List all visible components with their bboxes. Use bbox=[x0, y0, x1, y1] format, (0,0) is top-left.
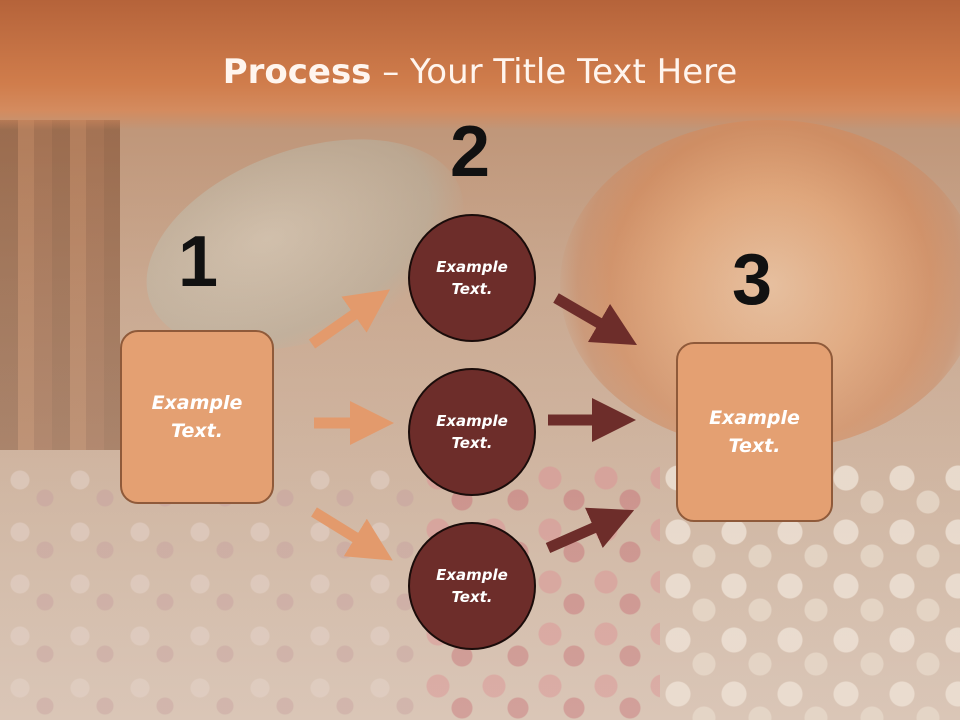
circle-bottom-line2: Text. bbox=[451, 588, 493, 606]
step-number-1: 1 bbox=[178, 222, 219, 302]
title-strong: Process bbox=[222, 52, 372, 92]
arrow-out-top bbox=[553, 293, 638, 346]
arrow-out-bottom bbox=[545, 507, 635, 554]
right-box-line1: Example bbox=[709, 406, 800, 429]
step-number-2: 2 bbox=[450, 112, 491, 192]
circle-bottom-line1: Example bbox=[436, 565, 508, 584]
title-rest: – Your Title Text Here bbox=[371, 52, 738, 92]
circle-top: Example Text. bbox=[408, 214, 536, 342]
circle-middle: Example Text. bbox=[408, 368, 536, 496]
arrow-in-bottom bbox=[311, 507, 393, 561]
right-step-box: Example Text. bbox=[676, 342, 833, 522]
arrow-in-top bbox=[308, 289, 391, 349]
left-box-line1: Example bbox=[151, 391, 243, 414]
left-step-box: Example Text. bbox=[120, 330, 274, 504]
title-band bbox=[0, 0, 960, 130]
circle-middle-line1: Example bbox=[436, 411, 508, 430]
circle-bottom: Example Text. bbox=[408, 522, 536, 650]
step-number-3: 3 bbox=[732, 240, 773, 320]
circle-middle-line2: Text. bbox=[451, 434, 493, 452]
background-cinnamon bbox=[0, 120, 120, 450]
slide-title: Process – Your Title Text Here bbox=[0, 52, 960, 92]
left-box-line2: Text. bbox=[171, 420, 223, 442]
circle-top-line1: Example bbox=[436, 257, 508, 276]
circle-top-line2: Text. bbox=[451, 280, 493, 298]
right-box-line2: Text. bbox=[728, 435, 781, 457]
